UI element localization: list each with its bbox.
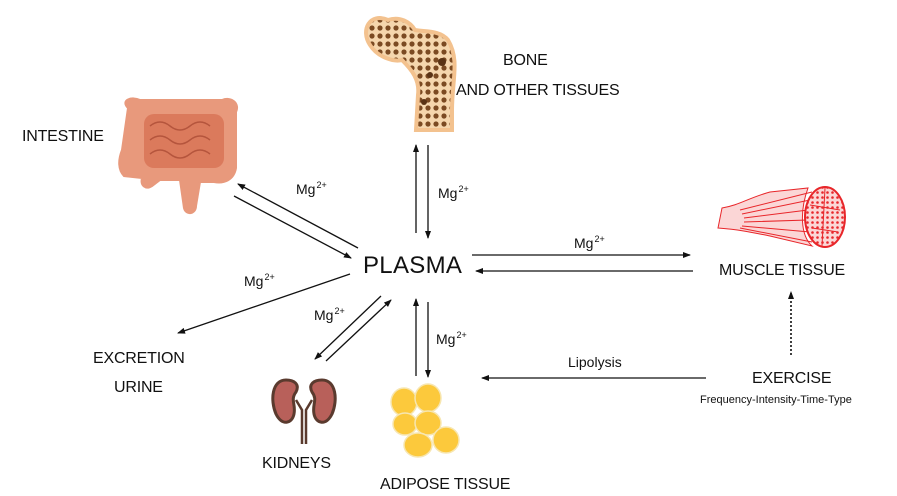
muscle-label: MUSCLE TISSUE [719, 262, 846, 279]
exercise-subtitle: Frequency-Intensity-Time-Type [700, 394, 852, 406]
arrow-kidneys-to-plasma [325, 299, 392, 362]
bone-label-line1: BONE [503, 52, 548, 69]
mg-label-bone: Mg2+ [438, 184, 469, 201]
intestine-label: INTESTINE [22, 128, 104, 145]
mg-label-kidneys: Mg2+ [314, 306, 345, 323]
arrow-plasma-to-kidneys [314, 295, 382, 360]
bone-illustration [364, 16, 457, 132]
kidneys-illustration [271, 378, 337, 444]
mg-label-adipose: Mg2+ [436, 330, 467, 347]
adipose-label: ADIPOSE TISSUE [380, 476, 511, 493]
plasma-label: PLASMA [363, 252, 463, 279]
arrow-plasma-to-intestine [237, 183, 359, 249]
mg-label-muscle: Mg2+ [574, 234, 605, 251]
lipolysis-label: Lipolysis [568, 354, 622, 370]
muscle-illustration [717, 186, 846, 248]
mg-label-intestine: Mg2+ [296, 180, 327, 197]
excretion-label-line1: EXCRETION [93, 350, 185, 367]
arrow-intestine-to-plasma [233, 195, 352, 259]
intestine-illustration [118, 97, 238, 214]
bone-label-line2: AND OTHER TISSUES [456, 82, 620, 99]
adipose-illustration [390, 383, 460, 458]
kidneys-label: KIDNEYS [262, 455, 331, 472]
mg-label-excretion: Mg2+ [244, 272, 275, 289]
arrows [177, 144, 794, 381]
exercise-label: EXERCISE [752, 370, 832, 387]
arrow-plasma-to-excretion [177, 273, 351, 334]
excretion-label-line2: URINE [114, 379, 163, 396]
